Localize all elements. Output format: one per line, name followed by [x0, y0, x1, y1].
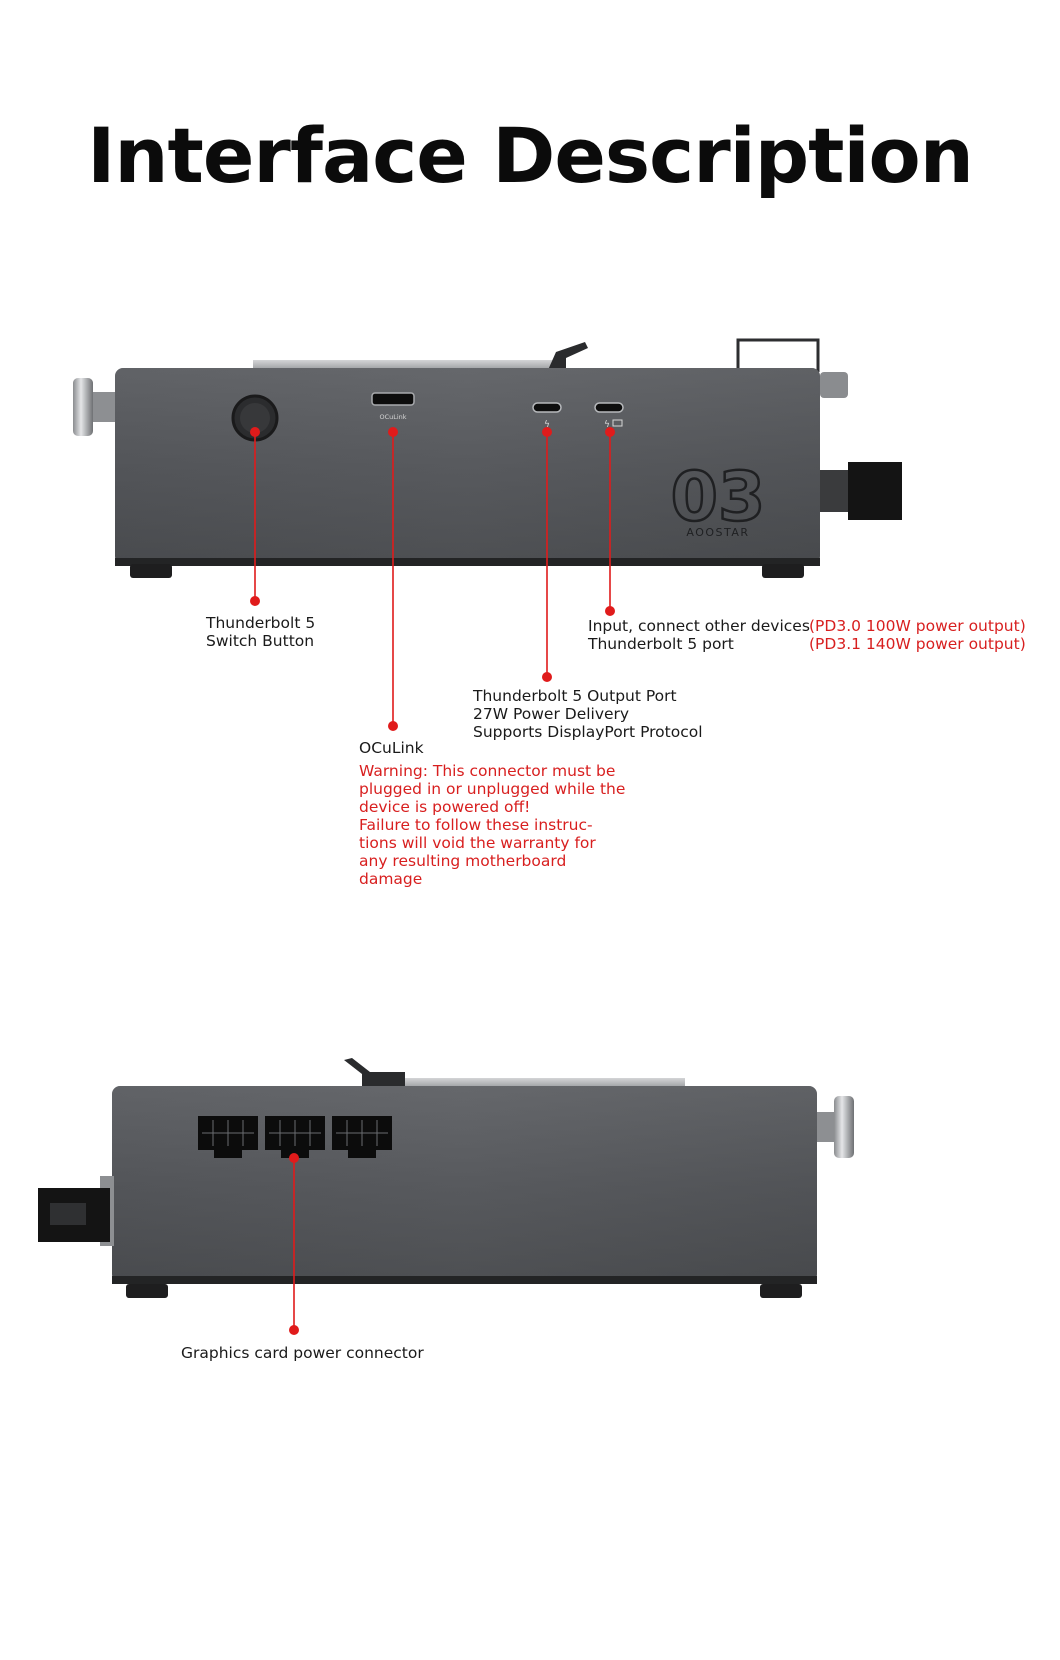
rear-top-tray: [405, 1078, 685, 1088]
front-foot-left: [130, 564, 172, 578]
switch-button-callout: Thunderbolt 5 Switch Button: [206, 614, 315, 650]
rear-callout: [289, 1153, 299, 1335]
front-display-icon: [612, 419, 623, 427]
front-tb5-output-bolt-icon: ϟ: [544, 420, 550, 430]
oculink-warning-line: device is powered off!: [359, 798, 531, 816]
rear-latch: [344, 1058, 405, 1088]
oculink-warning-line: Warning: This connector must be: [359, 762, 616, 780]
callout-dot-tb5-input-top: [605, 427, 615, 437]
callout-dot-gpu-power-top: [289, 1153, 299, 1163]
front-oculink-port-label: OCuLink: [379, 413, 406, 421]
rear-foot-left: [126, 1284, 168, 1298]
oculink-warning-line: any resulting motherboard: [359, 852, 567, 870]
tb5-input-power-callout: (PD3.0 100W power output) (PD3.1 140W po…: [809, 617, 1026, 653]
front-bracket: [736, 338, 820, 372]
front-right-screw: [820, 372, 848, 398]
oculink-warning-line: Failure to follow these instruc-: [359, 816, 593, 834]
tb5-input-power2: (PD3.1 140W power output): [809, 635, 1026, 653]
front-tb5-input-bolt-icon: ϟ: [604, 420, 610, 430]
switch-button-label-line2: Switch Button: [206, 632, 315, 650]
gpu-power-callout: Graphics card power connector: [181, 1344, 424, 1362]
oculink-warning-line: tions will void the warranty for: [359, 834, 596, 852]
callout-dot-oculink-top: [388, 427, 398, 437]
front-tb5-output-port: [532, 402, 562, 413]
front-side-adapter: [848, 462, 902, 520]
page-title: Interface Description: [87, 111, 974, 200]
front-model-mark: 03: [671, 458, 766, 537]
oculink-warning-line: damage: [359, 870, 423, 888]
tb5-output-label-line2: 27W Power Delivery: [473, 705, 630, 723]
rear-foot-right: [760, 1284, 802, 1298]
oculink-warning-line: plugged in or unplugged while the: [359, 780, 626, 798]
tb5-output-callout: Thunderbolt 5 Output Port 27W Power Deli…: [473, 687, 703, 741]
gpu-power-connector-1: [198, 1116, 258, 1158]
callout-dot-gpu-power: [289, 1325, 299, 1335]
tb5-output-label-line3: Supports DisplayPort Protocol: [473, 723, 703, 741]
callout-dot-tb5-input: [605, 606, 615, 616]
rear-view-device: [38, 1058, 854, 1298]
callout-dot-switch: [250, 596, 260, 606]
front-callout-dots: [250, 427, 615, 731]
tb5-input-label-line1: Input, connect other devices: [588, 617, 810, 635]
front-brand-logo: AOOSTAR: [686, 526, 749, 539]
front-left-thumbscrew: [73, 378, 93, 436]
front-tb5-input-port: [594, 402, 624, 413]
tb5-input-power1: (PD3.0 100W power output): [809, 617, 1026, 635]
gpu-power-connector-3: [332, 1116, 392, 1158]
callout-dot-tb5-output: [542, 672, 552, 682]
gpu-power-connector-2: [265, 1116, 325, 1158]
front-view-device: OCuLink ϟ ϟ 03 AOOSTAR: [73, 338, 902, 578]
callout-dot-tb5-output-top: [542, 427, 552, 437]
front-latch: [548, 342, 588, 370]
oculink-heading: OCuLink: [359, 739, 424, 757]
tb5-input-callout: Input, connect other devices Thunderbolt…: [588, 617, 810, 653]
tb5-input-label-line2: Thunderbolt 5 port: [588, 635, 734, 653]
front-oculink-port: [371, 392, 415, 406]
front-callout-lines: [254, 430, 611, 726]
rear-right-thumbscrew: [834, 1096, 854, 1158]
tb5-output-label-line1: Thunderbolt 5 Output Port: [473, 687, 677, 705]
oculink-callout: OCuLink Warning: This connector must be …: [359, 739, 625, 888]
callout-dot-oculink: [388, 721, 398, 731]
oculink-warning: Warning: This connector must be plugged …: [359, 762, 625, 888]
front-top-tray: [253, 360, 553, 370]
front-foot-right: [762, 564, 804, 578]
callout-dot-switch-top: [250, 427, 260, 437]
switch-button-label-line1: Thunderbolt 5: [206, 614, 316, 632]
